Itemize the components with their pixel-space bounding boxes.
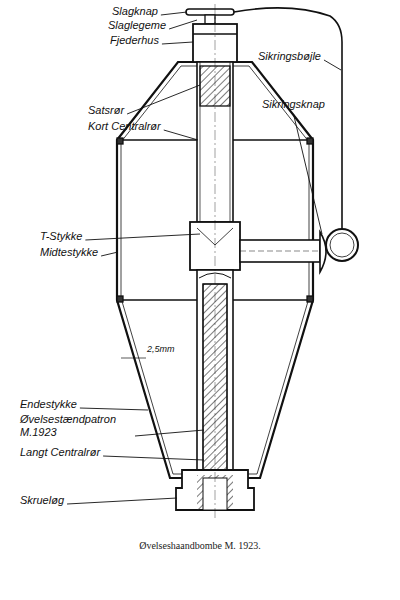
leader-line (324, 60, 341, 70)
leader-line (161, 12, 187, 15)
leader-line (80, 408, 148, 410)
leader-line (169, 20, 197, 29)
leader-line (135, 430, 204, 436)
leader-line (85, 234, 200, 240)
part-label: Sikringsknap (262, 98, 325, 111)
leader-line (164, 130, 198, 140)
part-label: Langt Centralrør (20, 446, 100, 459)
leader-line (162, 42, 193, 44)
part-label: Øvelsestændpatron M.1923 (20, 413, 132, 439)
leader-line (103, 456, 204, 460)
figure-caption: Øvelseshaandbombe M. 1923. (0, 540, 400, 551)
dimension-label: 2,5mm (147, 344, 175, 355)
part-label: Skrueløg (20, 494, 64, 507)
part-label: Satsrør (88, 104, 124, 117)
leader-line (67, 498, 177, 504)
leader-line (293, 114, 322, 234)
part-label: Endestykke (20, 398, 77, 411)
part-label: T-Stykke (40, 230, 82, 243)
leader-line (101, 252, 118, 256)
part-label: Fjederhus (110, 34, 159, 47)
part-label: Midtestykke (40, 246, 98, 259)
part-label: Sikringsbøjle (258, 50, 321, 63)
part-label: Slaglegeme (108, 19, 166, 32)
leader-line (127, 85, 200, 114)
part-label: Slagknap (112, 5, 158, 18)
part-label: Kort Centralrør (88, 120, 161, 133)
